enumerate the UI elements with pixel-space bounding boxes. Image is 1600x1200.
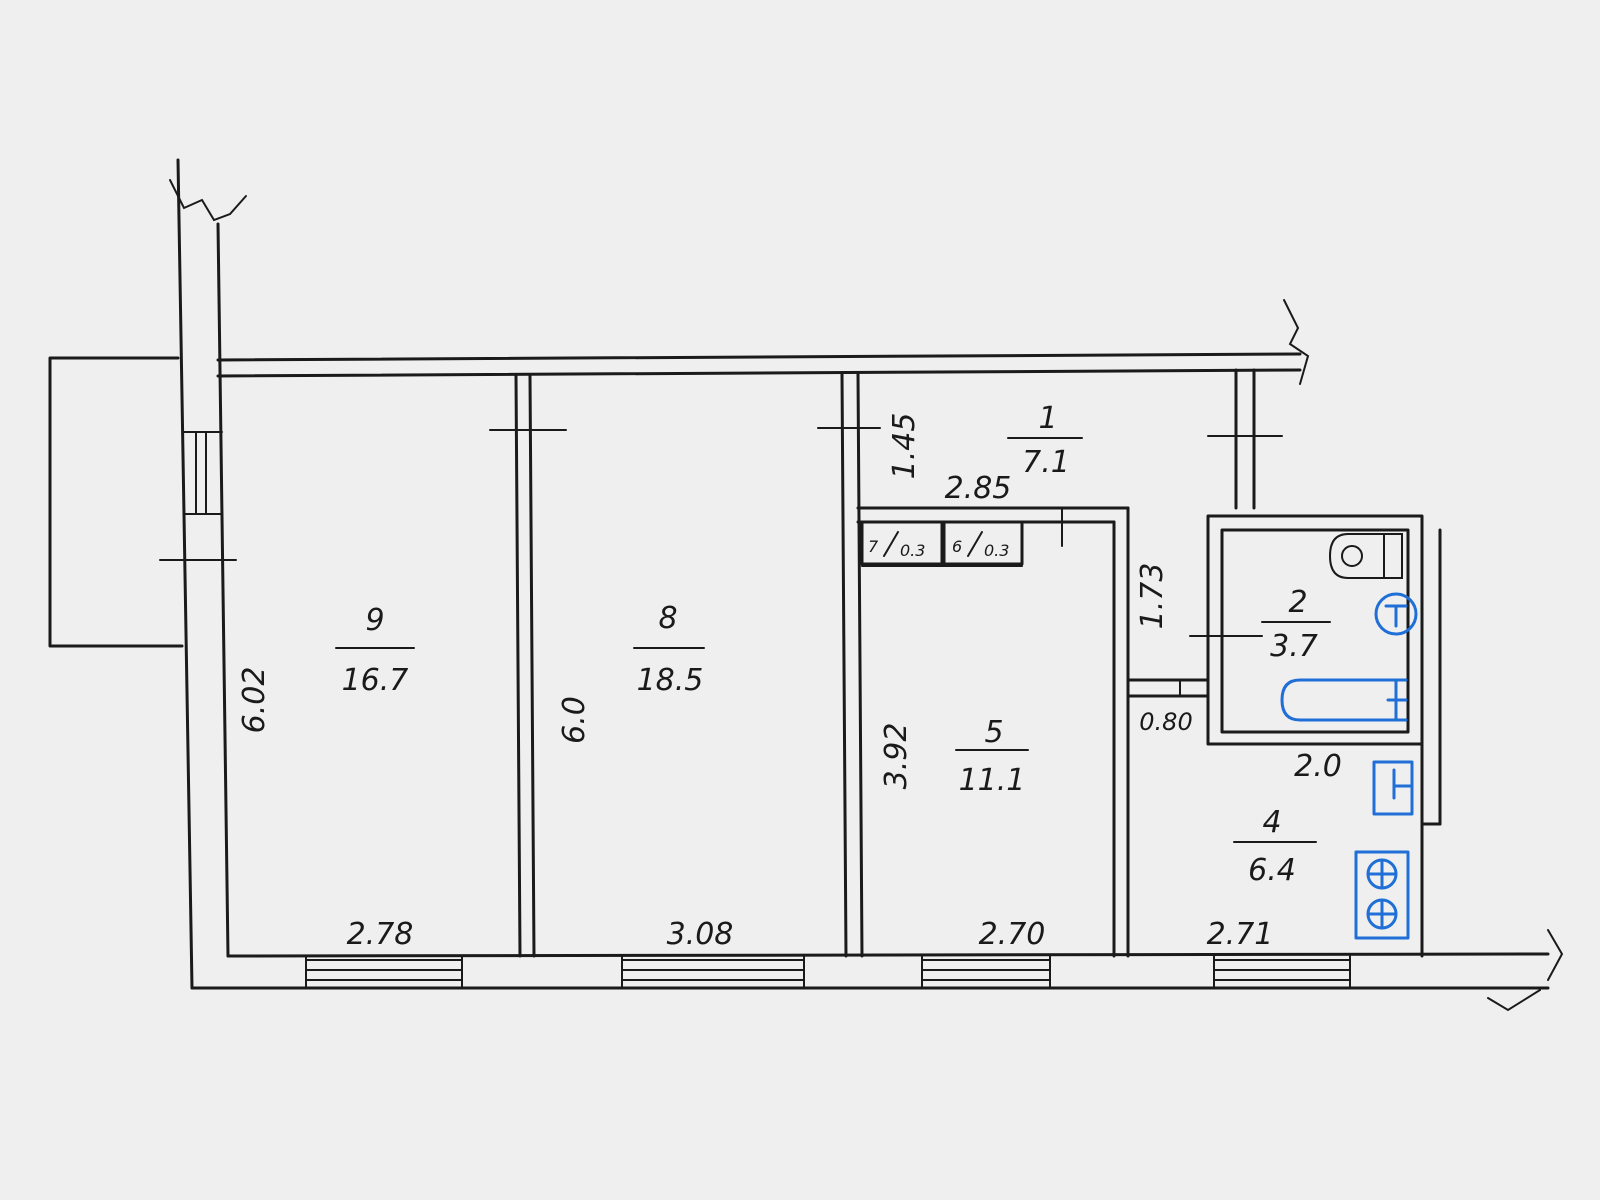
dim-corridor-width: 2.85: [945, 471, 1012, 506]
door-ticks: [159, 427, 1283, 697]
closet-7-number: 7: [868, 537, 879, 556]
dim-depth-room5: 3.92: [879, 723, 914, 790]
room-1: 1 7.1: [1007, 401, 1083, 480]
room-5: 5 11.1: [955, 715, 1029, 798]
dim-width-room9: 2.78: [347, 917, 414, 952]
room-5-area: 11.1: [959, 763, 1026, 798]
room-4: 4 6.4: [1233, 805, 1317, 888]
room-1-number: 1: [1038, 401, 1057, 436]
room-9-number: 9: [365, 603, 384, 638]
break-marks: [169, 179, 1564, 1012]
dim-passage-width: 0.80: [1139, 708, 1192, 736]
dim-width-room8: 3.08: [667, 917, 734, 952]
closet-6-number: 6: [952, 537, 962, 556]
room-5-number: 5: [984, 715, 1003, 750]
windows: [183, 431, 1351, 989]
dim-width-room5: 2.70: [979, 917, 1046, 952]
boiler-icon: [1374, 592, 1418, 636]
room-9: 9 16.7: [335, 603, 415, 698]
room-2: 2 3.7: [1261, 585, 1331, 664]
room-8: 8 18.5: [633, 601, 705, 698]
room-4-number: 4: [1262, 805, 1281, 840]
dim-depth-room8: 6.0: [557, 696, 592, 744]
walls: [176, 158, 1550, 990]
room-8-number: 8: [658, 601, 677, 636]
dim-bath-width: 2.0: [1294, 749, 1342, 784]
closet-6-area: 0.3: [984, 541, 1009, 560]
room-9-area: 16.7: [342, 663, 409, 698]
closet-7-area: 0.3: [900, 541, 925, 560]
toilet-icon: [1328, 533, 1403, 579]
sink-icon: [1372, 760, 1414, 816]
room-2-area: 3.7: [1270, 629, 1318, 664]
room-1-area: 7.1: [1022, 445, 1070, 480]
room-4-area: 6.4: [1248, 853, 1296, 888]
dim-passage-depth: 1.73: [1135, 563, 1170, 630]
dim-depth-room9: 6.02: [237, 667, 272, 734]
room-8-area: 18.5: [637, 663, 704, 698]
room-2-number: 2: [1288, 585, 1307, 620]
closets: 7 0.3 6 0.3: [860, 520, 1024, 567]
dimensions: 2.78 3.08 2.70 2.71 6.02 6.0 3.92 1.45 2…: [237, 413, 1342, 952]
dim-width-room4: 2.71: [1207, 917, 1274, 952]
balcony: [48, 356, 184, 648]
stove-icon: [1354, 850, 1410, 940]
dim-corridor-depth: 1.45: [887, 413, 922, 480]
bathtub-icon: [1280, 678, 1408, 722]
